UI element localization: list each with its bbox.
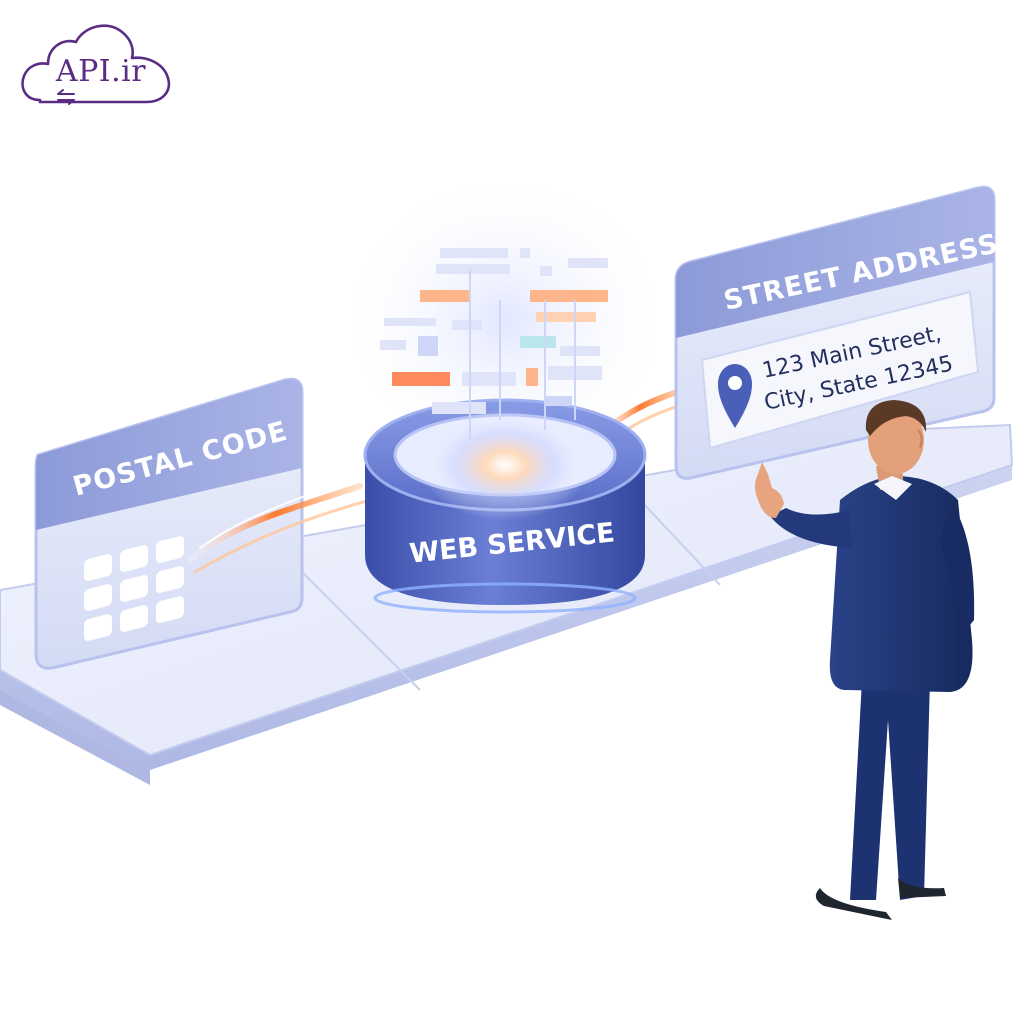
businessman-figure — [755, 400, 975, 920]
brand-logo[interactable]: API.ir — [18, 18, 176, 110]
map-pin-icon — [718, 364, 752, 428]
postal-code-panel[interactable]: POSTAL CODE — [34, 377, 304, 670]
keypad-icon — [84, 536, 184, 641]
data-stream-bars — [380, 248, 608, 440]
web-service-node[interactable]: WEB SERVICE — [335, 170, 675, 614]
data-flow-left — [187, 475, 372, 574]
cloud-exchange-icon — [21, 24, 171, 105]
brand-logo-text: API.ir — [55, 54, 147, 89]
